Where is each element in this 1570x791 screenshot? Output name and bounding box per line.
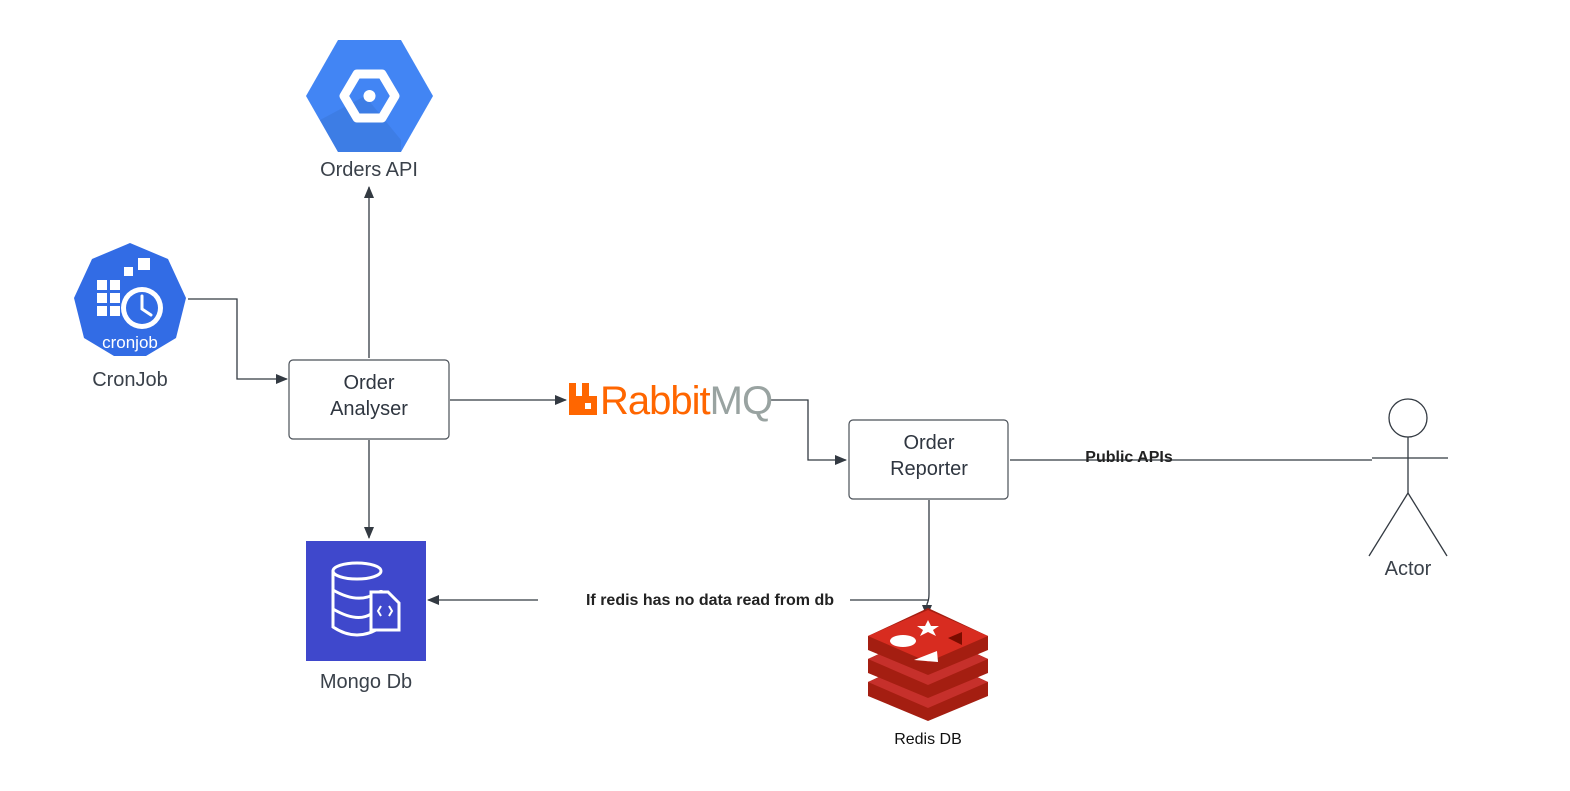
edge-rabbitmq-to-reporter xyxy=(769,399,847,465)
rabbitmq-wordmark-rabbit: Rabbit xyxy=(600,379,711,423)
orders-api-label: Orders API xyxy=(320,159,418,181)
gcp-hexagon-icon xyxy=(306,40,433,152)
rabbitmq-node: RabbitMQ xyxy=(569,379,773,423)
order-analyser-line1: Order xyxy=(343,372,394,394)
redis-db-label: Redis DB xyxy=(894,731,962,748)
kubernetes-cronjob-icon xyxy=(74,243,186,356)
database-document-icon xyxy=(331,561,401,637)
actor-node: Actor xyxy=(1368,398,1448,580)
rabbitmq-logo xyxy=(569,383,597,415)
order-analyser-box xyxy=(288,359,450,440)
order-reporter-line2: Reporter xyxy=(890,458,968,480)
connectors xyxy=(188,186,1372,617)
order-analyser-line2: Analyser xyxy=(330,398,408,420)
mongo-db-node: Mongo Db xyxy=(306,541,426,693)
cronjob-label: CronJob xyxy=(92,369,168,391)
stick-figure-icon xyxy=(1368,398,1448,557)
order-analyser-node: Order Analyser xyxy=(288,359,450,440)
redis-stack-icon xyxy=(868,608,988,721)
redis-db-node: Redis DB xyxy=(868,608,988,748)
cronjob-badge-text: cronjob xyxy=(102,333,158,352)
edge-cronjob-to-analyser xyxy=(188,298,288,384)
actor-label: Actor xyxy=(1385,558,1432,580)
rabbitmq-wordmark-mq: MQ xyxy=(710,379,772,423)
order-reporter-node: Order Reporter xyxy=(848,419,1009,500)
public-apis-edge-label: Public APIs xyxy=(1085,449,1173,466)
mongo-db-label: Mongo Db xyxy=(320,671,412,693)
order-reporter-box xyxy=(848,419,1009,500)
cronjob-node: cronjob CronJob xyxy=(74,243,186,391)
order-reporter-line1: Order xyxy=(903,432,954,454)
mongo-db-tile xyxy=(306,541,426,661)
redis-fallback-edge-label: If redis has no data read from db xyxy=(586,592,834,609)
rabbitmq-wordmark: RabbitMQ xyxy=(600,379,772,423)
edge-reporter-to-redis xyxy=(922,500,932,617)
orders-api-node: Orders API xyxy=(306,40,433,181)
